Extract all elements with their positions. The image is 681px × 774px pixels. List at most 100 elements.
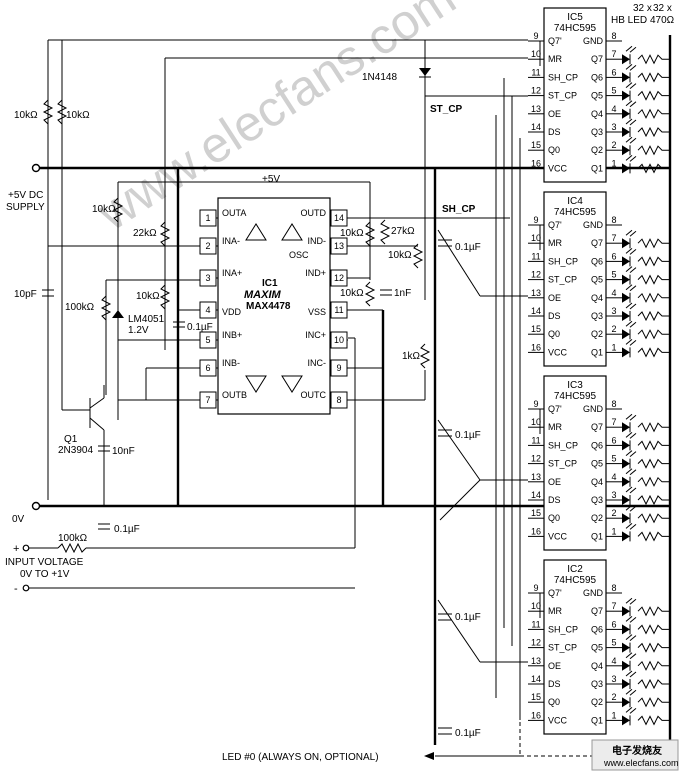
sr-pin-num: 5 <box>611 270 616 280</box>
sr-pin-num: 13 <box>531 288 541 298</box>
sr-pin-num: 3 <box>611 306 616 316</box>
ic1-pin-num: 11 <box>334 305 343 315</box>
r-100k: 100kΩ <box>65 302 95 313</box>
led-resistor <box>637 274 670 285</box>
ic1-pin-label: VSS <box>308 307 326 317</box>
led <box>622 715 630 726</box>
sr-pin-label: Q4 <box>591 661 603 671</box>
sr-pin-label: DS <box>548 495 561 505</box>
sr-pin-label: Q7' <box>548 588 562 598</box>
ic1-pin-label: OUTB <box>222 390 247 400</box>
sr-pin-num: 3 <box>611 490 616 500</box>
led-resistor <box>637 163 670 174</box>
sr-pin-label: OE <box>548 293 561 303</box>
input-plus: + <box>13 543 19 555</box>
led-resistor <box>637 678 670 690</box>
bypass-cap-1: 0.1µF <box>455 242 481 253</box>
ic1-pin-label: INC- <box>308 358 327 368</box>
input-label-1: INPUT VOLTAGE <box>5 557 84 568</box>
led0-note: LED #0 (ALWAYS ON, OPTIONAL) <box>222 752 379 763</box>
sr-pin-label: VCC <box>548 531 568 541</box>
ic1-pin-num: 10 <box>334 335 344 345</box>
sr-pin-num: 8 <box>611 399 616 409</box>
corner-logo-url: www.elecfans.com <box>603 758 679 768</box>
led <box>622 127 630 137</box>
sr-pin-num: 1 <box>611 526 616 536</box>
led <box>622 329 630 340</box>
sr-pin-label: OE <box>548 477 561 487</box>
led-resistor <box>637 642 670 653</box>
sr-pin-num: 13 <box>531 104 541 114</box>
sr-pin-num: 11 <box>531 251 540 261</box>
sr-pin-num: 9 <box>533 583 538 593</box>
ic1-pin-num: 5 <box>205 335 210 345</box>
cap-01-vdd: 0.1µF <box>187 322 213 333</box>
sr-pin-label: Q7' <box>548 404 562 414</box>
sr-pin-num: 16 <box>531 158 541 168</box>
sr-pin-num: 2 <box>611 140 616 150</box>
led-resistor <box>637 347 670 358</box>
sr-pin-label: DS <box>548 127 561 137</box>
led <box>622 642 630 653</box>
supply-label-2: SUPPLY <box>6 202 45 213</box>
sr-pin-num: 6 <box>611 251 616 261</box>
sr-pin-label: SH_CP <box>548 72 578 82</box>
led <box>622 238 630 249</box>
r-27k: 27kΩ <box>391 226 415 237</box>
ic1-brand: MAXIM <box>244 289 282 301</box>
sr-name: IC5 <box>567 12 583 23</box>
sr-pin-label: Q4 <box>591 477 603 487</box>
led-resistor <box>637 90 670 101</box>
sr-pin-label: Q3 <box>591 495 603 505</box>
led <box>622 606 630 617</box>
sr-pin-num: 15 <box>531 140 541 150</box>
sr-name: IC3 <box>567 380 583 391</box>
sr-pin-num: 11 <box>531 67 540 77</box>
led <box>622 163 630 174</box>
ic1-pin-num: 7 <box>205 395 210 405</box>
sr-pin-label: Q1 <box>591 531 603 541</box>
sr-pin-label: ST_CP <box>548 643 577 653</box>
led-header-1b: 32 x <box>653 3 672 14</box>
sr-pin-num: 12 <box>531 86 541 96</box>
ic1-pin-num: 4 <box>205 305 210 315</box>
sr-pin-label: Q1 <box>591 715 603 725</box>
bypass-cap-4: 0.1µF <box>455 728 481 739</box>
led-header-2a: HB LED <box>611 15 647 26</box>
ic1-pin-num: 1 <box>205 213 210 223</box>
led-resistor <box>637 440 670 451</box>
sr-pin-num: 2 <box>611 508 616 518</box>
sr-pin-label: Q4 <box>591 293 603 303</box>
sr-pin-num: 10 <box>531 601 541 611</box>
cap-10pf: 10pF <box>14 289 37 300</box>
sr-pin-label: Q6 <box>591 440 603 450</box>
sr-pin-label: SH_CP <box>548 624 578 634</box>
sr-pin-num: 4 <box>611 472 616 482</box>
sr-pin-label: GND <box>583 36 604 46</box>
sr-pin-num: 8 <box>611 31 616 41</box>
sr-pin-num: 5 <box>611 638 616 648</box>
sr-pin-num: 13 <box>531 656 541 666</box>
sr-pin-num: 6 <box>611 619 616 629</box>
sr-pin-label: Q6 <box>591 624 603 634</box>
sr-pin-num: 11 <box>531 619 540 629</box>
led-resistor <box>637 108 670 119</box>
led-header-1a: 32 x <box>633 3 652 14</box>
sr-pin-num: 8 <box>611 583 616 593</box>
sr-pin-num: 7 <box>611 417 616 427</box>
r-1k: 1kΩ <box>402 351 421 362</box>
ic1-pin-num: 9 <box>336 363 341 373</box>
led-resistor <box>637 458 670 469</box>
input-cap: 0.1µF <box>114 524 140 535</box>
sr-pin-num: 4 <box>611 104 616 114</box>
q1-part: 2N3904 <box>58 445 93 456</box>
sr-pin-num: 7 <box>611 233 616 243</box>
sr-pin-num: 15 <box>531 324 541 334</box>
sr-pin-label: Q5 <box>591 459 603 469</box>
led-resistor <box>637 72 670 83</box>
led-resistor <box>637 310 670 322</box>
rail-5v-label: +5V <box>262 174 280 185</box>
led <box>622 90 630 101</box>
sr-pin-label: SH_CP <box>548 256 578 266</box>
sr-pin-label: Q1 <box>591 163 603 173</box>
